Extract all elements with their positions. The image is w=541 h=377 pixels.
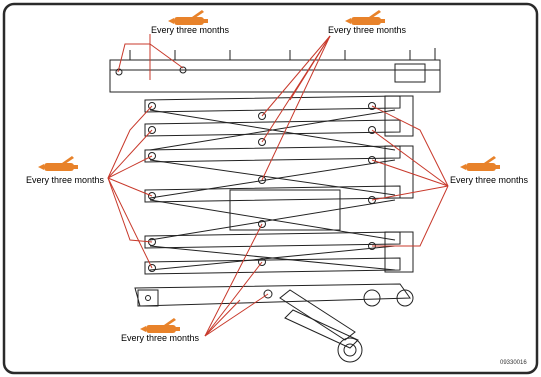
base-and-cylinder — [134, 283, 414, 363]
label-top-right: Every three months — [328, 25, 407, 35]
callout-lines — [107, 34, 449, 337]
platform — [109, 48, 441, 93]
label-bottom: Every three months — [121, 333, 200, 343]
scissor-arms — [144, 95, 414, 275]
label-right: Every three months — [450, 175, 529, 185]
label-left: Every three months — [26, 175, 105, 185]
label-top-left: Every three months — [151, 25, 230, 35]
reference-number: 09330016 — [500, 360, 527, 366]
